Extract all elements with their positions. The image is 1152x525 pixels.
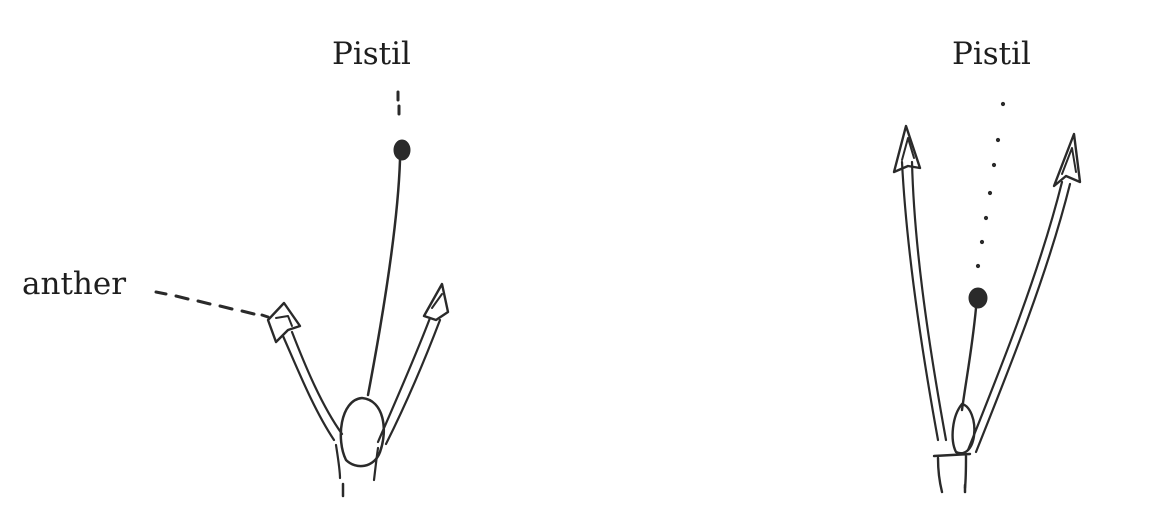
left-ovary xyxy=(339,396,386,468)
left-flower xyxy=(154,90,450,498)
pistil-label-right: Pistil xyxy=(952,36,1031,72)
anther-label: anther xyxy=(22,266,127,302)
left-anther-right-detail xyxy=(431,293,443,309)
right-anther-left xyxy=(892,124,922,174)
left-style xyxy=(366,158,402,397)
right-stamen-filament-a2 xyxy=(910,160,948,442)
right-stamen-filament-b2 xyxy=(974,182,1072,454)
right-flower xyxy=(892,101,1082,494)
right-ovary xyxy=(951,402,976,455)
left-anther-right xyxy=(422,282,450,322)
right-stamen-filament-a xyxy=(900,160,940,442)
right-style xyxy=(960,306,978,412)
left-anther-detail xyxy=(275,315,293,327)
left-stigma xyxy=(393,139,411,161)
left-stamen-filament-b2 xyxy=(384,318,442,446)
right-pistil-leader xyxy=(975,101,1006,269)
right-anther-left-detail xyxy=(901,137,915,161)
right-stamen-filament-b xyxy=(966,180,1064,452)
pistil-label-left: Pistil xyxy=(332,36,411,72)
right-anther-right-detail xyxy=(1061,147,1077,175)
anther-leader xyxy=(154,290,270,319)
right-anther-right xyxy=(1052,132,1082,188)
left-stamen-filament-a xyxy=(281,334,336,442)
left-stamen-filament-a2 xyxy=(290,330,344,436)
left-pedicel xyxy=(334,443,380,482)
left-stamen-filament-b xyxy=(376,316,432,444)
right-stigma xyxy=(968,287,988,309)
left-anther xyxy=(266,301,302,344)
left-pistil-leader xyxy=(396,90,401,116)
